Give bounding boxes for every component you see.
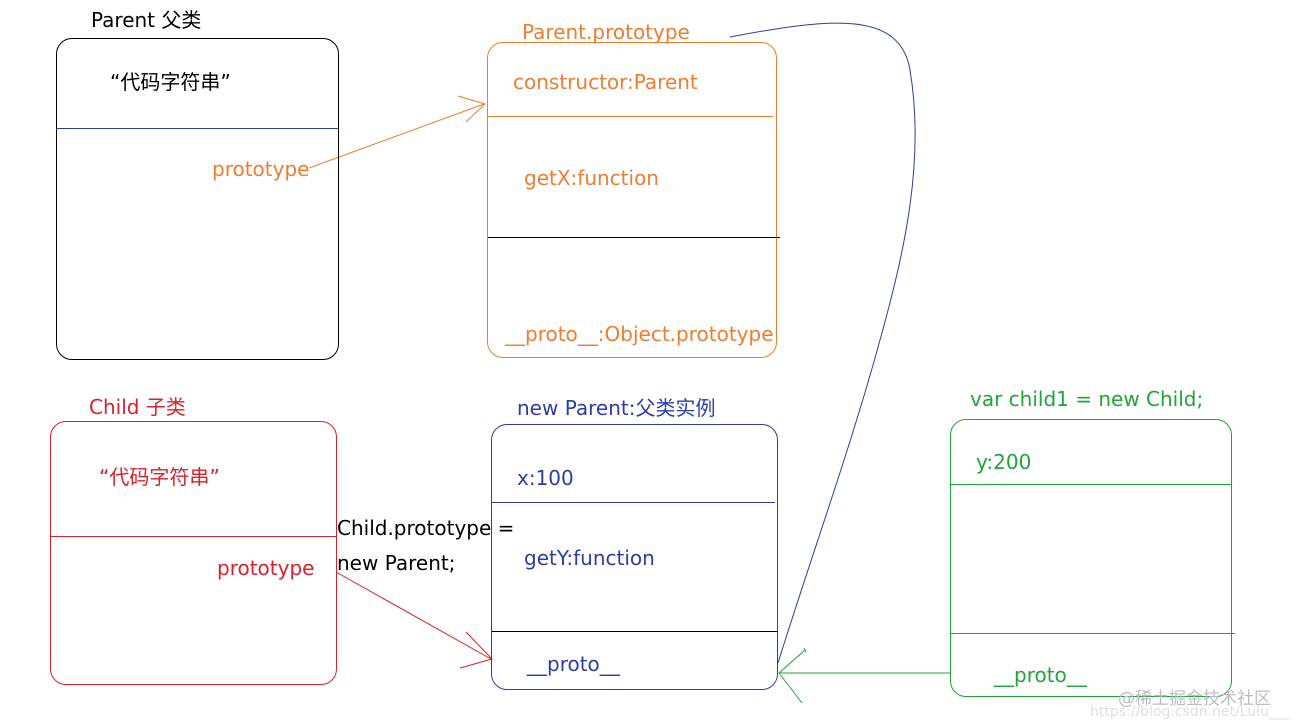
child-instance-box [950, 419, 1232, 697]
gety-method: getY:function [524, 546, 655, 570]
child-divider [51, 536, 336, 537]
parent-divider [56, 128, 338, 129]
child-prototype-prop: prototype [217, 556, 315, 580]
child-title: Child 子类 [89, 395, 186, 419]
parent-prototype-box [487, 42, 777, 358]
watermark-text: @稀土掘金技术社区 [1118, 689, 1271, 709]
child-instance-divider-1 [951, 484, 1231, 485]
child-instance-divider-2 [951, 633, 1235, 634]
parent-instance-proto: __proto__ [527, 652, 620, 676]
parent-code: “代码字符串” [110, 70, 231, 94]
parent-instance-divider-2 [492, 631, 778, 632]
instance-x-prop: x:100 [517, 466, 574, 490]
parent-instance-divider-1 [492, 502, 775, 503]
child-instance-title: var child1 = new Child; [970, 387, 1204, 411]
constructor-prop: constructor:Parent [513, 70, 698, 94]
parent-title: Parent 父类 [91, 8, 202, 32]
child-prototype-arrow [335, 571, 493, 669]
assignment-line-2: new Parent; [337, 551, 456, 575]
parent-prototype-divider-2 [488, 237, 780, 238]
instance-proto-link [729, 22, 916, 664]
getx-method: getX:function [524, 166, 659, 190]
parent-prototype-title: Parent.prototype [522, 20, 690, 44]
parent-prototype-prop: prototype [212, 157, 310, 181]
assignment-line-1: Child.prototype = [337, 516, 515, 540]
parent-box [56, 38, 339, 360]
child-code: “代码字符串” [99, 465, 220, 489]
child1-proto-arrow [778, 647, 950, 704]
parent-instance-title: new Parent:父类实例 [517, 396, 716, 420]
child-instance-proto: __proto__ [994, 663, 1087, 687]
parent-instance-box [491, 424, 778, 690]
instance-y-prop: y:200 [976, 450, 1032, 474]
child-box [50, 421, 337, 685]
parent-prototype-divider-1 [488, 116, 773, 117]
watermark-url: https://blog.csdn.net/Lulu___ [1090, 704, 1290, 720]
parent-prototype-proto: __proto__:Object.prototype [505, 322, 774, 346]
